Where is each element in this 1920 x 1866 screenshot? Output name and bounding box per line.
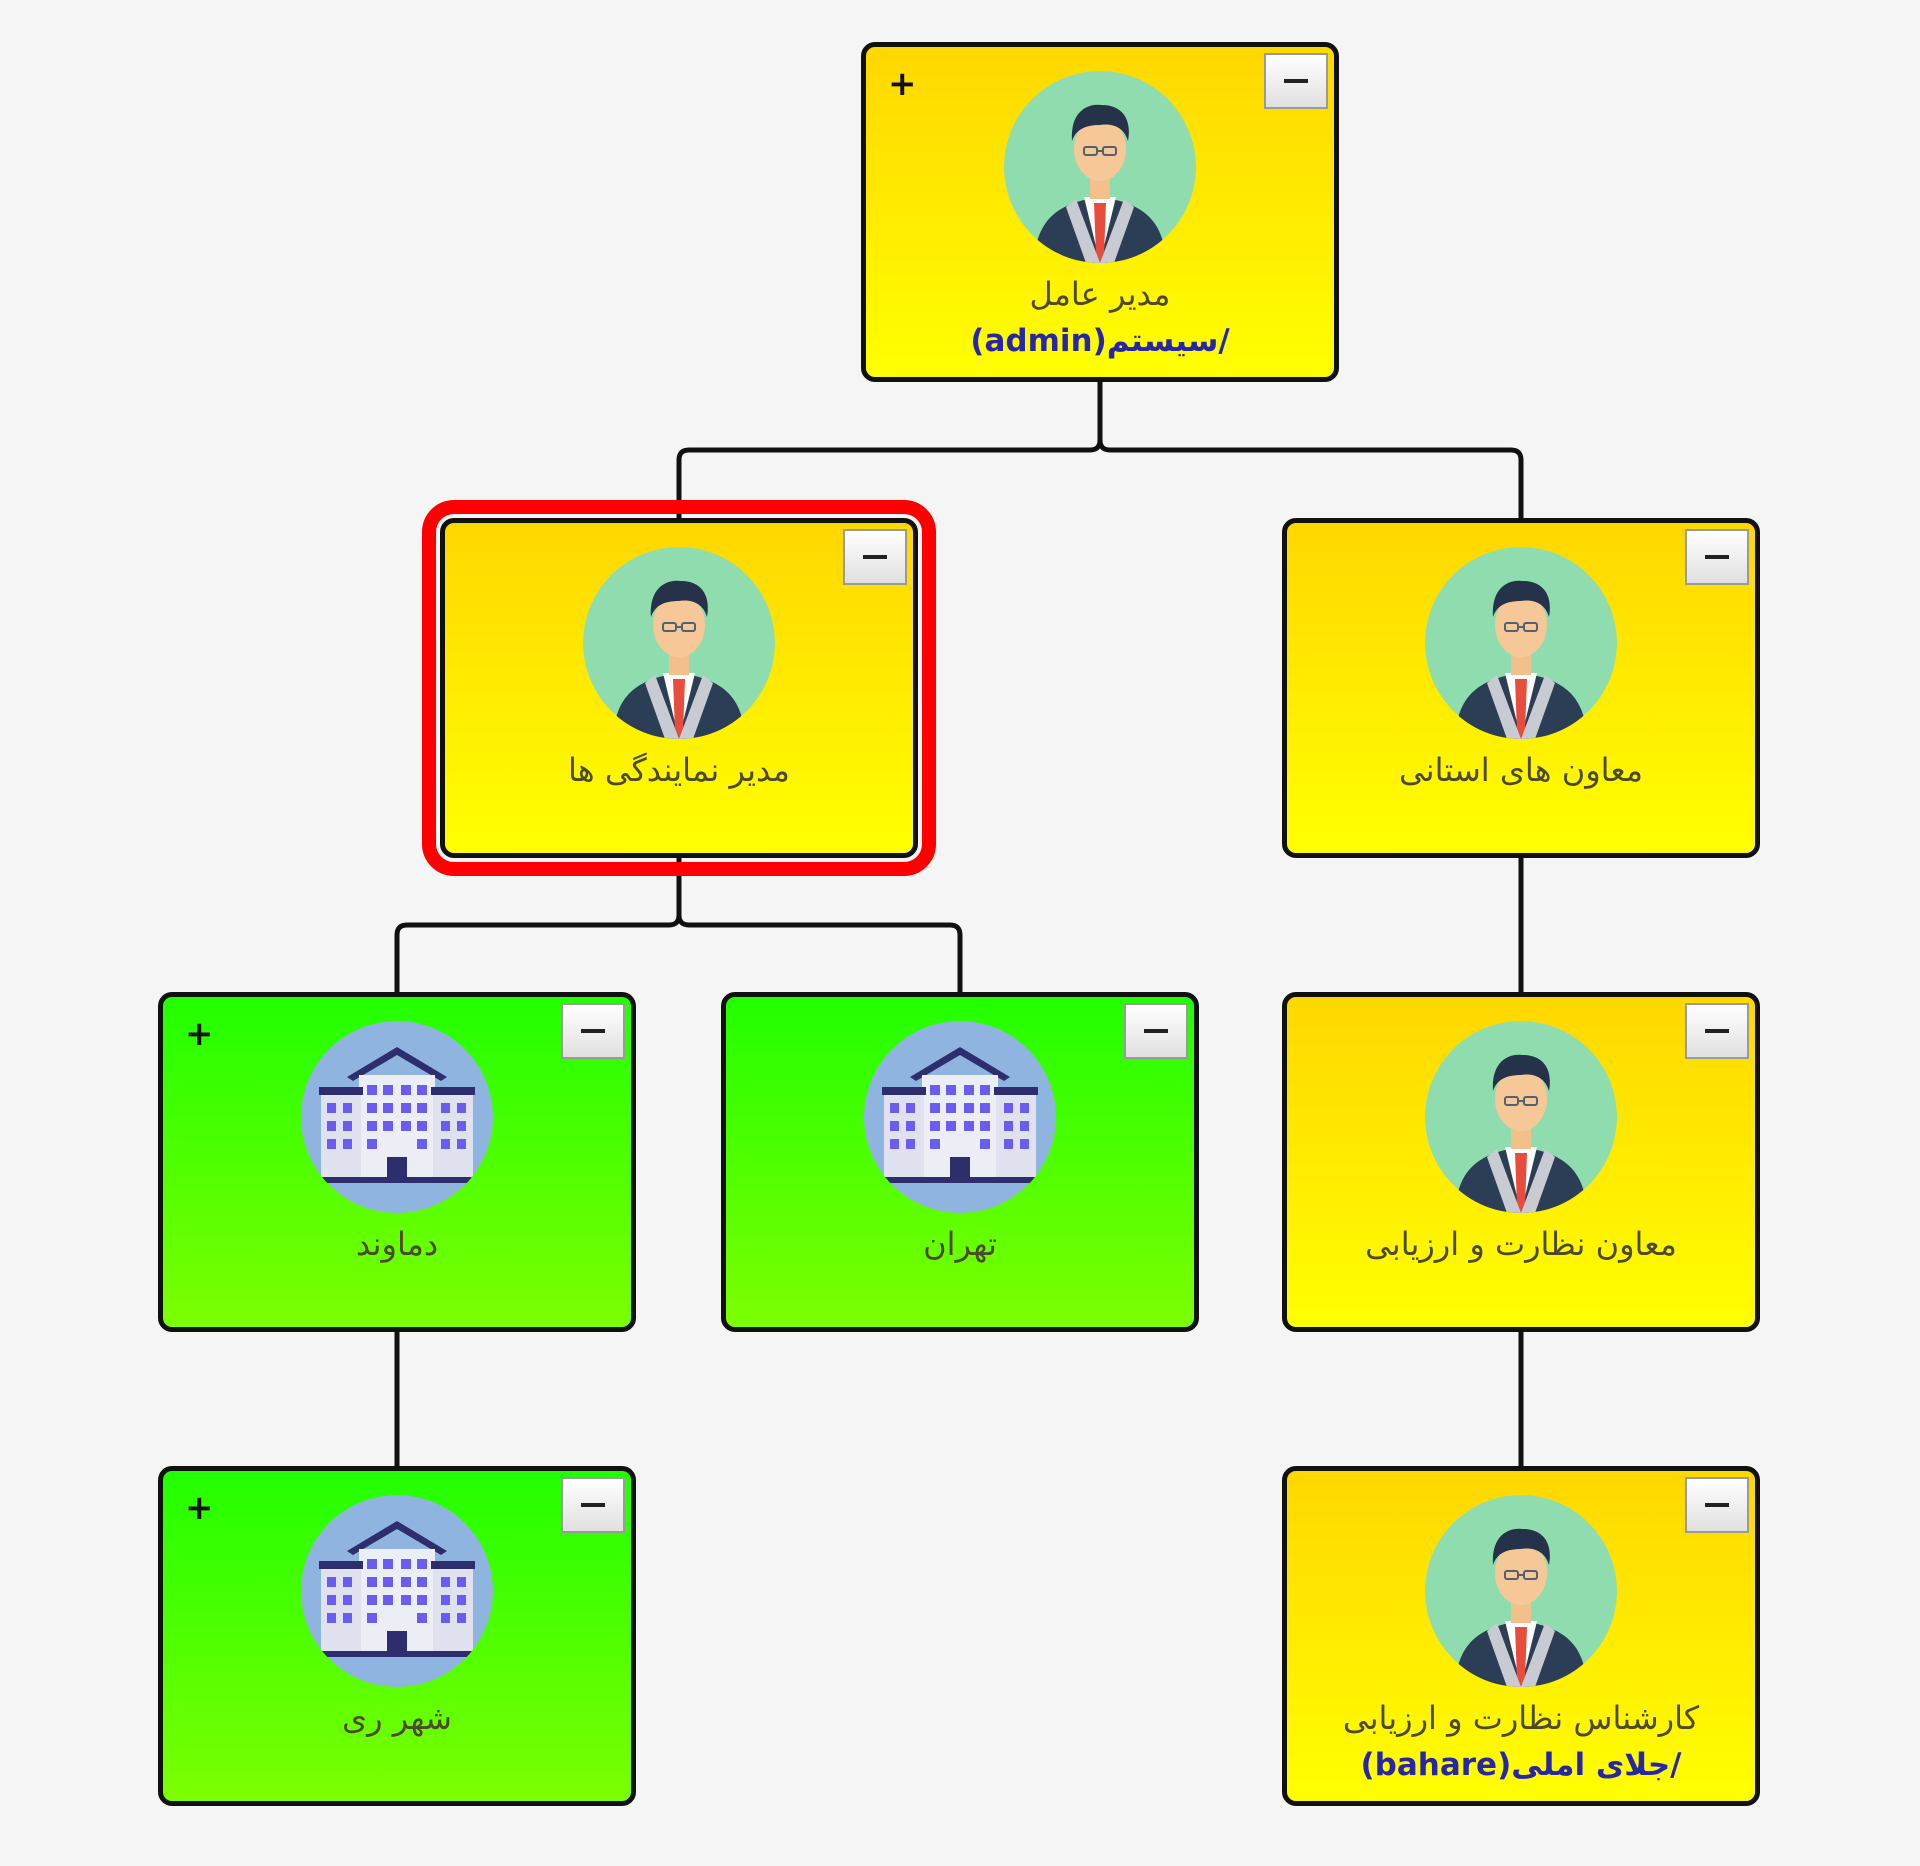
- connector-ceo-agency-manager: [676, 382, 1103, 518]
- minus-icon: [1705, 555, 1729, 559]
- connector-agency-manager-damavand: [394, 858, 682, 992]
- node-title: شهر ری: [342, 1699, 452, 1737]
- minus-icon: [863, 555, 887, 559]
- node-user: /سیستم(admin): [970, 323, 1230, 359]
- minus-icon: [581, 1029, 605, 1033]
- businessman-icon: [583, 547, 775, 739]
- node-title: مدیر عامل: [1029, 275, 1171, 313]
- plus-icon[interactable]: +: [185, 1014, 214, 1054]
- minus-icon: [1705, 1503, 1729, 1507]
- node-title: تهران: [923, 1225, 997, 1263]
- minus-icon: [1284, 79, 1308, 83]
- collapse-button[interactable]: [1685, 529, 1749, 585]
- businessman-icon: [1425, 1021, 1617, 1213]
- node-shahr-e-rey[interactable]: + شهر ری: [158, 1466, 636, 1806]
- businessman-icon: [1425, 1495, 1617, 1687]
- node-title: کارشناس نظارت و ارزیابی: [1342, 1699, 1700, 1737]
- building-icon: [864, 1021, 1056, 1213]
- businessman-icon: [1425, 547, 1617, 739]
- collapse-button[interactable]: [561, 1477, 625, 1533]
- node-tehran[interactable]: تهران: [721, 992, 1199, 1332]
- node-supervision-deputy[interactable]: معاون نظارت و ارزیابی: [1282, 992, 1760, 1332]
- node-title: معاون های استانی: [1399, 751, 1643, 789]
- node-supervision-expert[interactable]: کارشناس نظارت و ارزیابی/جلای املی(bahare…: [1282, 1466, 1760, 1806]
- collapse-button[interactable]: [561, 1003, 625, 1059]
- minus-icon: [1705, 1029, 1729, 1033]
- collapse-button[interactable]: [1264, 53, 1328, 109]
- plus-icon[interactable]: +: [888, 64, 917, 104]
- node-title: دماوند: [355, 1225, 439, 1263]
- connector-agency-manager-tehran: [676, 858, 963, 992]
- node-title: معاون نظارت و ارزیابی: [1365, 1225, 1677, 1263]
- node-user: /جلای املی(bahare): [1360, 1747, 1682, 1783]
- node-damavand[interactable]: + دماوند: [158, 992, 636, 1332]
- building-icon: [301, 1021, 493, 1213]
- node-provincial-deputies[interactable]: معاون های استانی: [1282, 518, 1760, 858]
- minus-icon: [1144, 1029, 1168, 1033]
- building-icon: [301, 1495, 493, 1687]
- plus-icon[interactable]: +: [185, 1488, 214, 1528]
- businessman-icon: [1004, 71, 1196, 263]
- node-title: مدیر نمایندگی ها: [568, 751, 790, 789]
- node-agency-manager[interactable]: مدیر نمایندگی ها: [422, 500, 936, 876]
- collapse-button[interactable]: [1685, 1477, 1749, 1533]
- connector-ceo-provincial-deputies: [1097, 382, 1524, 518]
- collapse-button[interactable]: [1124, 1003, 1188, 1059]
- collapse-button[interactable]: [843, 529, 907, 585]
- collapse-button[interactable]: [1685, 1003, 1749, 1059]
- node-ceo[interactable]: + مدیر عامل/سیستم(admin): [861, 42, 1339, 382]
- minus-icon: [581, 1503, 605, 1507]
